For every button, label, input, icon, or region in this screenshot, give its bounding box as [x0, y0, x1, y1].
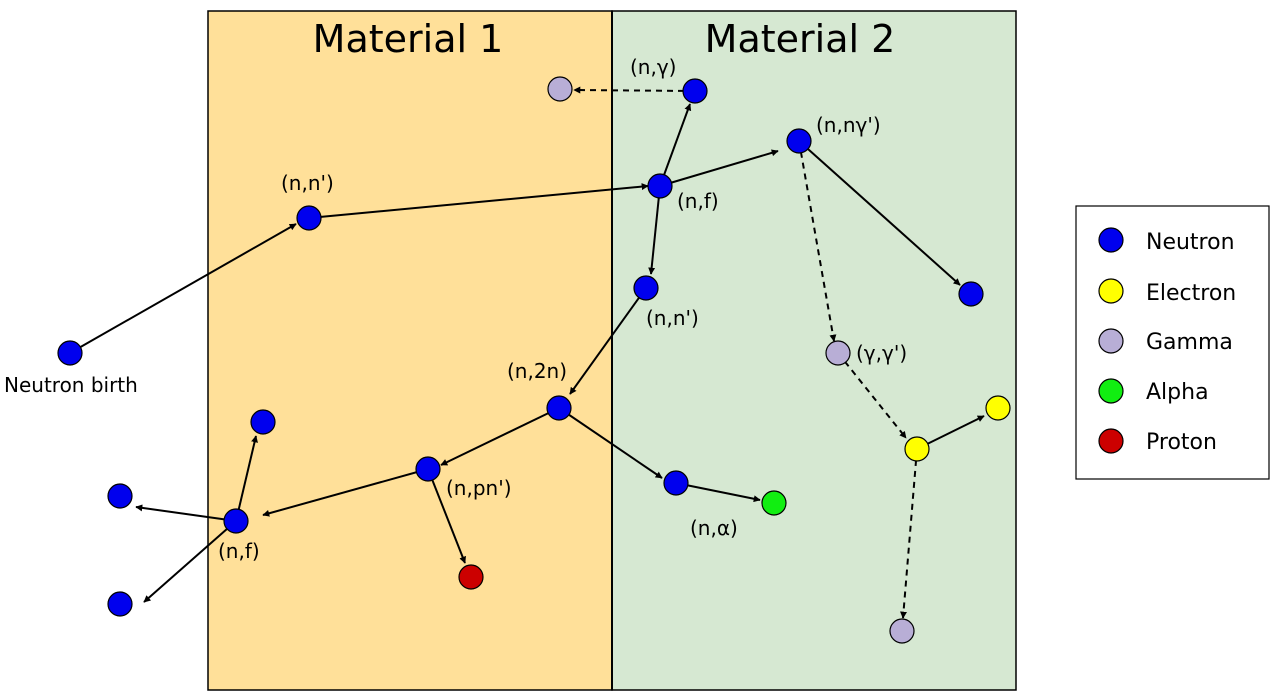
track-nalpha-to-alpha	[675, 482, 761, 503]
legend-swatch-gamma	[1098, 328, 1124, 354]
legend: Neutron Electron Gamma Alpha Proton	[1075, 205, 1270, 480]
track-npn-to-nf	[262, 468, 429, 517]
neutron-right-node	[958, 281, 984, 307]
track-nf-to-ngamma	[659, 103, 692, 187]
track-nf-to-nn2	[648, 185, 661, 275]
material-1-title: Material 1	[313, 17, 504, 61]
label-nngamma: (n,nγ')	[816, 113, 881, 137]
gamma-bottom-node	[889, 618, 915, 644]
neutron-nn2-node	[633, 275, 659, 301]
legend-swatch-alpha	[1098, 378, 1124, 404]
legend-item-gamma: Gamma	[1098, 328, 1233, 355]
track-nf-to-bottom	[143, 520, 237, 603]
legend-item-proton: Proton	[1098, 428, 1217, 455]
label-nf-top: (n,f)	[677, 189, 719, 213]
neutron-birth-node	[57, 340, 83, 366]
neutron-fission-left-node	[107, 483, 133, 509]
legend-item-neutron: Neutron	[1098, 227, 1235, 255]
electron-node	[904, 436, 930, 462]
neutron-nngamma-node	[786, 128, 812, 154]
neutron-nf-bottom-node	[223, 508, 249, 534]
track-nf-to-nngamma	[659, 149, 779, 187]
neutron-ngamma-node	[682, 78, 708, 104]
alpha-node	[761, 490, 787, 516]
particles	[57, 76, 1011, 644]
label-gg: (γ,γ')	[856, 341, 907, 365]
material-2-title: Material 2	[705, 17, 896, 61]
legend-item-electron: Electron	[1098, 278, 1236, 306]
label-nalpha: (n,α)	[690, 516, 738, 540]
reaction-labels: Neutron birth (n,n') (n,f) (n,γ) (n,nγ')…	[4, 55, 907, 563]
track-npn-to-proton	[427, 468, 466, 564]
label-n2n: (n,2n)	[507, 359, 567, 383]
neutron-fission-top-node	[250, 409, 276, 435]
track-n2n-to-npn	[440, 407, 560, 466]
neutron-nalpha-node	[663, 470, 689, 496]
neutron-nf-top-node	[647, 173, 673, 199]
track-nn-to-nf	[308, 183, 649, 219]
neutron-nn1-node	[296, 205, 322, 231]
track-birth-to-nn	[69, 223, 297, 354]
material-1-region	[207, 10, 613, 691]
label-nf-bottom: (n,f)	[218, 539, 260, 563]
track-nn2-to-n2n	[569, 287, 647, 395]
legend-label-electron: Electron	[1146, 281, 1236, 306]
dashed-tracks	[573, 86, 918, 619]
legend-label-proton: Proton	[1146, 430, 1217, 455]
label-neutron-birth: Neutron birth	[4, 373, 138, 397]
solid-tracks	[69, 103, 985, 603]
gamma-gg-node	[825, 340, 851, 366]
track-n2n-to-nalpha	[558, 407, 663, 479]
legend-label-gamma: Gamma	[1146, 330, 1233, 355]
proton-node	[458, 564, 484, 590]
track-nf-to-left	[135, 504, 237, 522]
neutron-npn-node	[415, 456, 441, 482]
legend-swatch-neutron	[1098, 227, 1124, 253]
neutron-n2n-node	[546, 395, 572, 421]
label-nn2: (n,n')	[646, 306, 699, 330]
legend-label-alpha: Alpha	[1146, 380, 1209, 405]
label-npn: (n,pn')	[446, 476, 512, 500]
gamma-track-ngamma	[573, 86, 696, 94]
gamma-track-nngamma	[798, 140, 837, 342]
gamma-ngamma-node	[547, 76, 573, 102]
legend-swatch-proton	[1098, 428, 1124, 454]
material-2-region	[611, 10, 1017, 691]
legend-label-neutron: Neutron	[1146, 230, 1235, 255]
neutron-fission-bottom-node	[107, 591, 133, 617]
track-nf-to-top	[235, 435, 258, 522]
electron-secondary-node	[985, 395, 1011, 421]
track-nngamma-to-neutron	[798, 140, 961, 286]
legend-item-alpha: Alpha	[1098, 378, 1209, 405]
gamma-track-gg	[837, 352, 907, 439]
label-nn1: (n,n')	[281, 171, 334, 195]
legend-swatch-electron	[1098, 278, 1124, 304]
label-ngamma: (n,γ)	[630, 55, 676, 79]
